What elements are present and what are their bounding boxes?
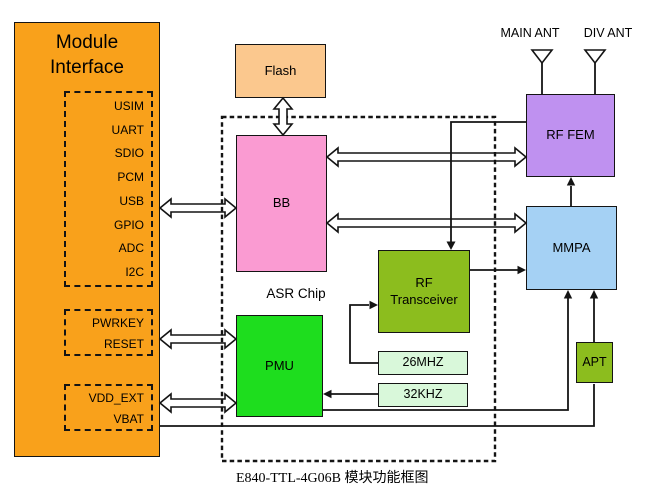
line-vbat-apt [160,384,595,427]
mmpa-block: MMPA [526,206,617,290]
module-interface-block: Module Interface USIM UART SDIO PCM USB … [14,22,160,457]
line-rftransceiver-mmpa [470,265,526,275]
pin-usb: USB [119,193,144,208]
main-antenna-label: MAIN ANT [500,26,560,40]
arrow-module-bb [158,197,238,219]
pmu-block: PMU [236,315,323,417]
pin-pcm: PCM [117,170,144,185]
rf-fem-block: RF FEM [526,94,615,177]
line-26mhz-rftransceiver [349,300,378,364]
pin-sdio: SDIO [114,146,144,161]
line-mmpa-rffem [566,177,576,206]
arrow-flash-bb [272,96,294,137]
div-antenna-label: DIV ANT [583,26,633,40]
line-rffem-rftransceiver [446,121,526,250]
apt-block: APT [576,342,613,383]
arrow-bb-mmpa [325,212,528,234]
interface-pins-group: USIM UART SDIO PCM USB GPIO ADC I2C [64,91,153,287]
pin-i2c: I2C [125,264,144,279]
pin-pwrkey: PWRKEY [91,316,144,330]
flash-block: Flash [235,44,326,98]
pin-gpio: GPIO [113,217,144,232]
pin-vdd-ext: VDD_EXT [88,391,144,405]
arrow-module-pmu-control [158,328,238,350]
main-antenna-icon [530,49,554,94]
pin-reset: RESET [103,336,144,351]
rf-transceiver-block: RF Transceiver [378,250,470,333]
arrow-module-pmu-power [158,392,238,414]
clock-32khz-block: 32KHZ [378,383,468,407]
bb-block: BB [236,135,327,272]
power-pins-group: VDD_EXT VBAT [64,384,153,431]
control-pins-group: PWRKEY RESET [64,309,153,356]
line-apt-mmpa [589,290,599,342]
div-antenna-icon [583,49,607,94]
clock-26mhz-block: 26MHZ [378,351,468,375]
asr-chip-label: ASR Chip [266,286,326,301]
pin-adc: ADC [118,241,144,256]
pin-vbat: VBAT [113,411,144,426]
line-32khz-pmu [323,389,378,399]
line-pmu-mmpa [323,290,573,411]
arrow-bb-rffem [325,146,528,168]
pin-uart: UART [111,122,144,137]
module-interface-title: Module Interface [50,32,124,78]
caption: E840-TTL-4G06B 模块功能框图 [236,471,429,486]
pin-usim: USIM [114,99,144,113]
